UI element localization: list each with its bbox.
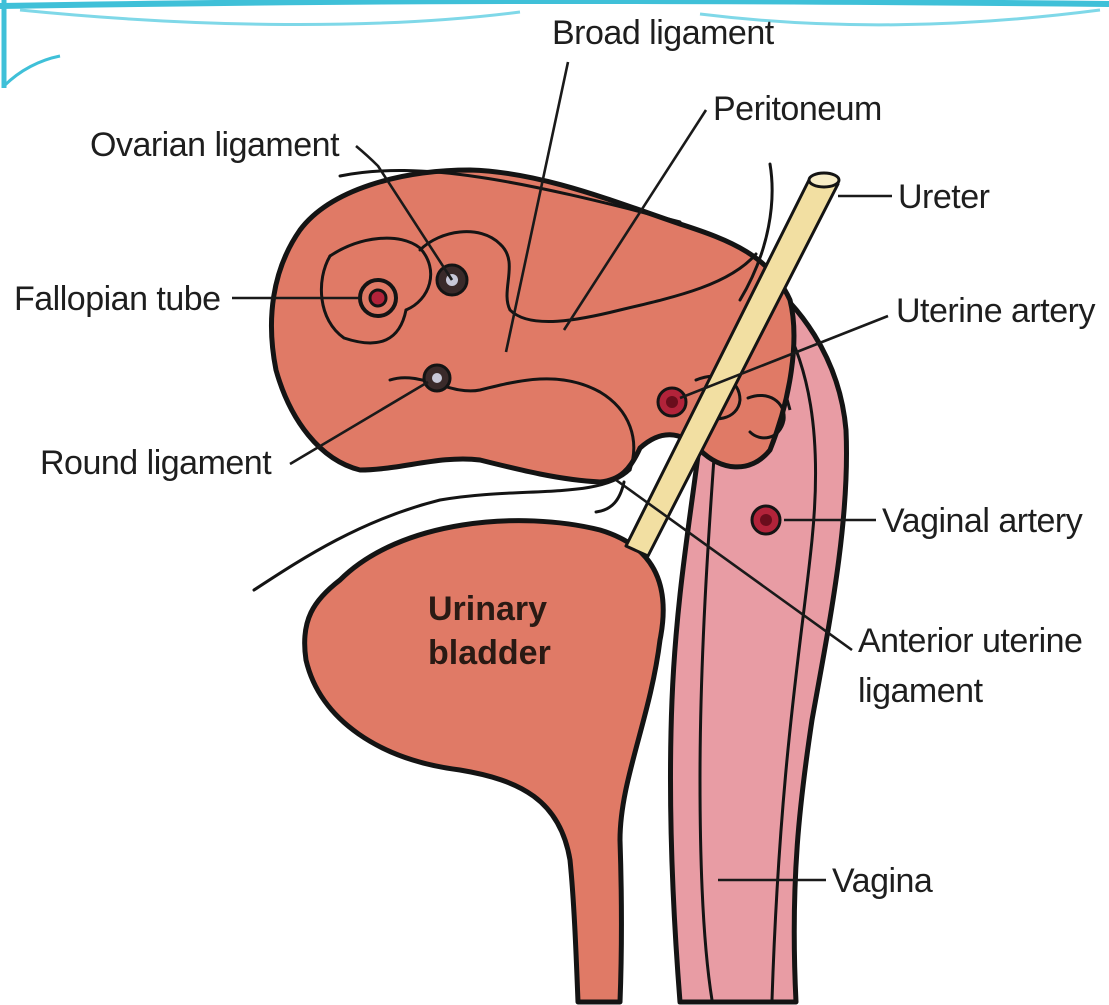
label-broad-ligament: Broad ligament bbox=[552, 14, 775, 52]
label-ureter: Ureter bbox=[898, 178, 990, 216]
label-fallopian-tube: Fallopian tube bbox=[14, 280, 221, 318]
label-round-ligament: Round ligament bbox=[40, 444, 272, 482]
label-uterine-artery: Uterine artery bbox=[896, 292, 1095, 330]
label-urinary-bladder-line1: Urinary bbox=[428, 590, 547, 628]
label-ovarian-ligament: Ovarian ligament bbox=[90, 126, 340, 164]
label-vagina: Vagina bbox=[832, 862, 933, 900]
label-peritoneum: Peritoneum bbox=[713, 90, 882, 128]
label-urinary-bladder-line2: bladder bbox=[428, 634, 551, 672]
label-anterior-uterine-line1: Anterior uterine bbox=[858, 622, 1082, 660]
label-vaginal-artery: Vaginal artery bbox=[882, 502, 1083, 540]
label-anterior-uterine-line2: ligament bbox=[858, 672, 984, 710]
